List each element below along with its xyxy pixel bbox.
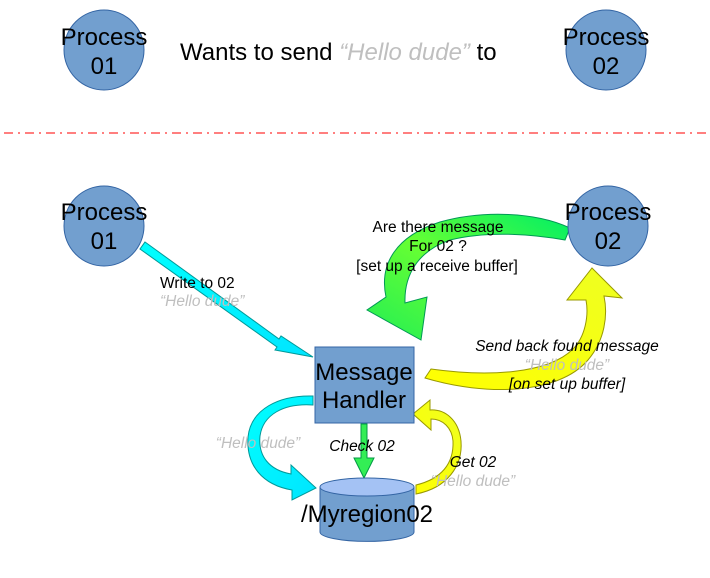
bottom-process-01-node: Process 01: [61, 185, 148, 267]
write-quote: “Hello dude”: [160, 293, 245, 310]
query-label-1: Are there message: [373, 219, 504, 236]
top-sentence-end: to: [470, 39, 497, 66]
top-process-02-id: 02: [593, 53, 620, 80]
query-label-2: For 02 ?: [409, 238, 467, 255]
bottom-process-02-id: 02: [595, 228, 622, 255]
top-process-01-label: Process: [61, 24, 148, 51]
store-arrow: [247, 395, 317, 501]
send-back-label: Send back found message: [475, 338, 659, 355]
query-label-3: [set up a receive buffer]: [356, 258, 518, 275]
write-label: Write to 02: [160, 275, 235, 292]
get-quote: “Hello dude”: [431, 473, 516, 490]
top-process-02-node: Process 02: [563, 9, 650, 91]
top-process-01-id: 01: [91, 53, 118, 80]
bottom-process-01-label: Process: [61, 199, 148, 226]
top-sentence-quote: “Hello dude”: [339, 39, 471, 66]
message-handler-box: Message Handler: [314, 346, 415, 424]
bottom-process-02-label: Process: [565, 199, 652, 226]
send-back-arrow: [424, 267, 624, 390]
check-arrow: [353, 423, 375, 480]
store-quote: “Hello dude”: [216, 435, 301, 452]
bottom-process-01-id: 01: [91, 228, 118, 255]
check-label: Check 02: [329, 438, 395, 455]
region-cylinder: /Myregion02: [301, 477, 433, 542]
query-arrow: [366, 213, 571, 341]
top-process-01-node: Process 01: [61, 9, 148, 91]
top-sentence-start: Wants to send: [180, 39, 339, 66]
top-process-02-label: Process: [563, 24, 650, 51]
send-back-buffer: [on set up buffer]: [508, 376, 626, 393]
write-arrow: [139, 241, 314, 358]
region-label: /Myregion02: [301, 501, 433, 528]
top-sentence: Wants to send “Hello dude” to: [180, 39, 497, 66]
send-back-quote: “Hello dude”: [525, 357, 610, 374]
bottom-process-02-node: Process 02: [565, 185, 652, 267]
message-handler-label-1: Message: [315, 359, 412, 386]
get-label: Get 02: [450, 454, 497, 471]
message-handler-label-2: Handler: [322, 387, 406, 414]
